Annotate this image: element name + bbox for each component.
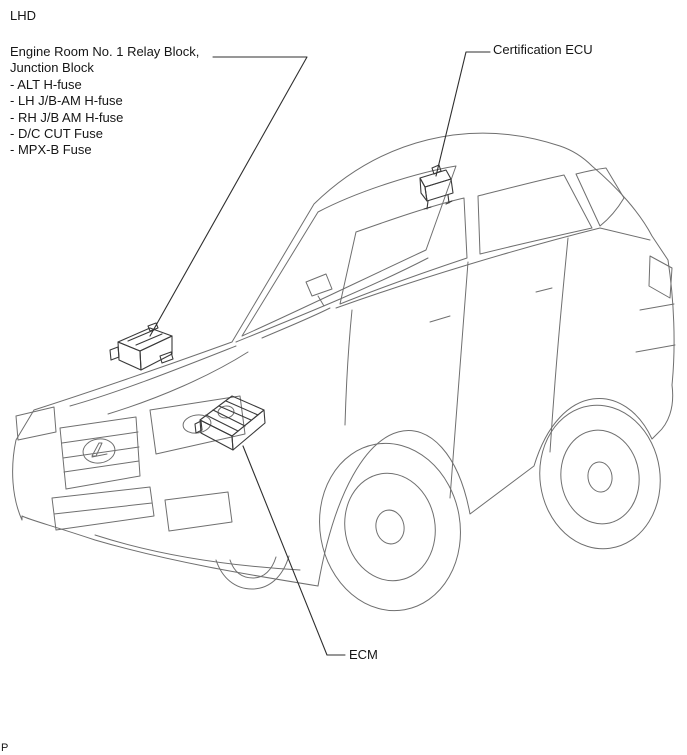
page-footer-text: P — [1, 742, 9, 754]
bumper-intake — [51, 486, 155, 531]
certification-ecu-label: Certification ECU — [493, 42, 593, 57]
front-right-wheel — [215, 555, 290, 590]
wiper-line — [261, 307, 331, 339]
components — [109, 164, 454, 451]
front-left-wheel — [319, 442, 461, 612]
relay-block-fuse-item: - RH J/B AM H-fuse — [10, 109, 124, 125]
car-body-outline — [12, 132, 675, 587]
front-grille — [59, 416, 141, 490]
leader-line-relay-block — [149, 56, 308, 337]
relay-block-callout: Engine Room No. 1 Relay Block, Junction … — [10, 44, 199, 159]
rear-left-wheel — [539, 404, 661, 550]
relay-block-title-line1: Engine Room No. 1 Relay Block, — [10, 44, 200, 59]
trunk-seam — [639, 303, 675, 311]
rear-door-window — [477, 174, 593, 255]
ecm-label: ECM — [349, 647, 378, 662]
car-line-art — [12, 132, 676, 612]
leader-lines — [149, 51, 491, 656]
drive-orientation-label: LHD — [10, 8, 37, 23]
front-door-seam — [449, 261, 469, 499]
quarter-window — [575, 167, 625, 227]
headlight-right — [15, 406, 57, 441]
relay-block-fuse-item: - D/C CUT Fuse — [10, 126, 103, 142]
fender-seam — [344, 309, 353, 426]
taillight — [648, 255, 673, 299]
leader-line-certification-ecu — [435, 51, 491, 177]
bumper-lower-grille — [164, 491, 233, 532]
front-door-window — [339, 197, 468, 305]
beltline — [335, 227, 651, 309]
relay-block-fuse-item: - MPX-B Fuse — [10, 142, 92, 158]
hood-crease-line — [107, 351, 249, 415]
rear-bumper-seam — [635, 344, 676, 353]
door-handle — [535, 287, 553, 293]
door-handle — [429, 315, 451, 323]
headlight-left — [149, 395, 246, 455]
headlight-bulb — [182, 414, 212, 434]
lexus-emblem-icon — [82, 438, 116, 464]
bumper-lip-line — [94, 534, 301, 571]
leader-line-ecm — [242, 445, 346, 656]
relay-block-title-line2: Junction Block — [10, 60, 94, 76]
rear-door-seam — [549, 237, 569, 453]
relay-block-component — [109, 322, 174, 371]
side-mirror — [305, 273, 333, 307]
hood-crease-line — [69, 345, 237, 407]
ecm-component — [194, 395, 266, 451]
grille-slat — [61, 431, 140, 473]
cowl-line — [235, 257, 429, 343]
windshield — [241, 165, 457, 337]
relay-block-fuse-item: - ALT H-fuse — [10, 76, 82, 92]
relay-block-fuse-item: - LH J/B-AM H-fuse — [10, 93, 123, 109]
